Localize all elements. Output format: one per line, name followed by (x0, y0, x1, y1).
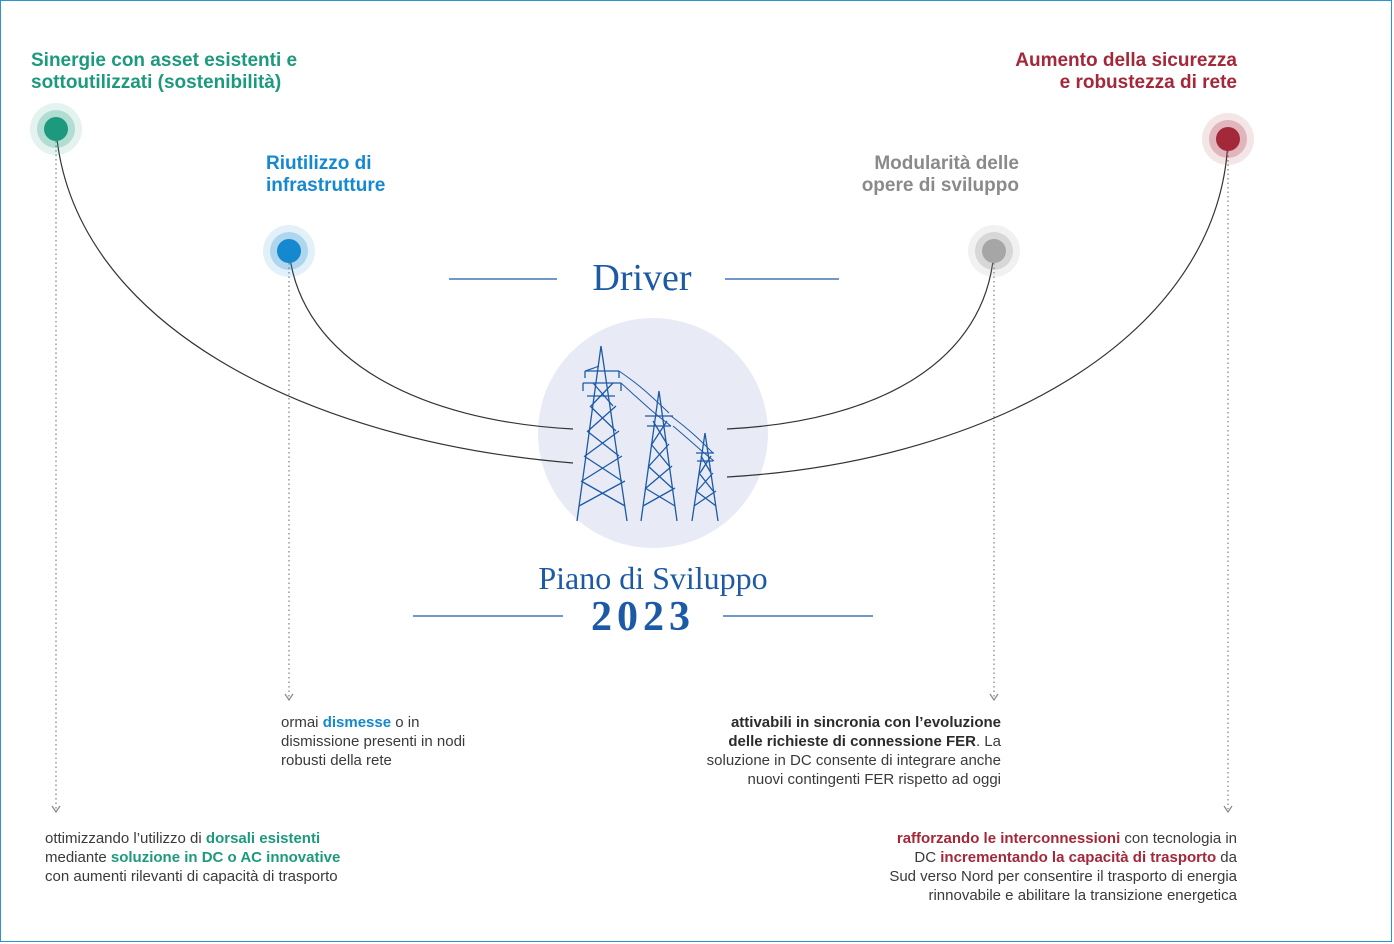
riutilizzo-description: ormai dismesse o in dismissione presenti… (281, 714, 466, 769)
arc-sicurezza (726, 138, 1229, 478)
node-sicurezza-icon (1202, 113, 1254, 165)
plan-label: Piano di Sviluppo (538, 560, 768, 596)
arrow-riutilizzo-icon (284, 693, 294, 702)
modularita-title: Modularità delle opere di sviluppo (861, 153, 1019, 196)
node-modularita-icon (968, 225, 1020, 277)
arrow-modularita-icon (989, 693, 999, 702)
arrow-sinergie-icon (51, 805, 61, 814)
arc-sinergie (55, 128, 574, 464)
arc-riutilizzo (288, 250, 574, 430)
modularita-description: attivabili in sincronia con l’evoluzione… (706, 714, 1001, 788)
sicurezza-description: rafforzando le interconnessioni con tecn… (889, 830, 1237, 904)
driver-label: Driver (592, 257, 692, 299)
arrow-sicurezza-icon (1223, 805, 1233, 814)
sinergie-description: ottimizzando l’utilizzo di dorsali esist… (45, 830, 341, 885)
power-transmission-towers-icon (576, 345, 719, 522)
arc-modularita (726, 250, 995, 430)
node-sinergie-icon (30, 103, 82, 155)
node-riutilizzo-icon (263, 225, 315, 277)
plan-year: 2023 (591, 594, 695, 640)
sicurezza-title: Aumento della sicurezza e robustezza di … (1015, 50, 1237, 93)
riutilizzo-title: Riutilizzo di infrastrutture (266, 153, 386, 196)
sinergie-title: Sinergie con asset esistenti e sottoutil… (31, 50, 298, 93)
